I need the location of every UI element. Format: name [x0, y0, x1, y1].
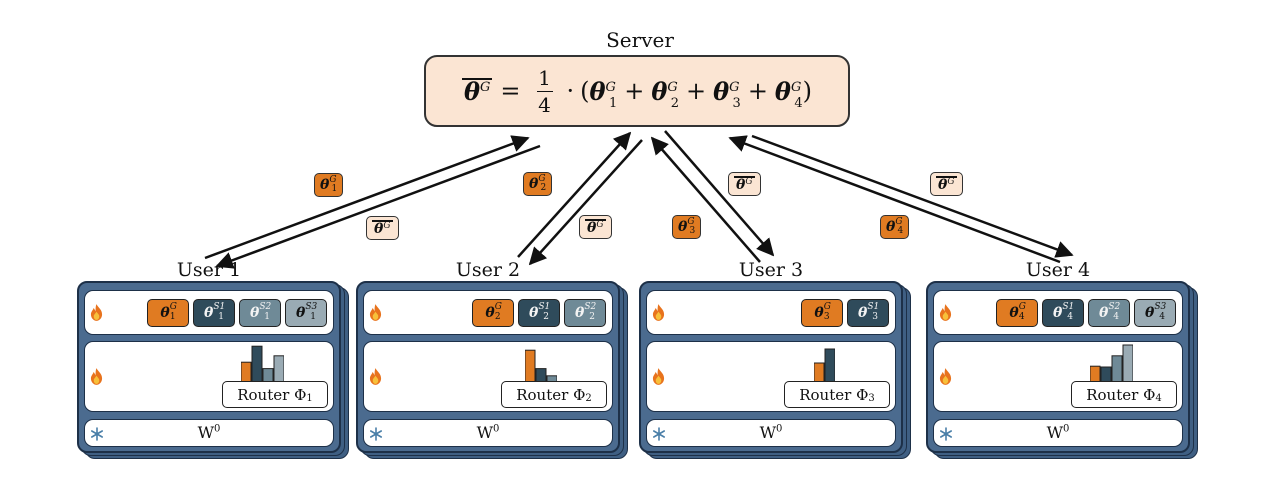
download-tag-user-1: θG: [366, 216, 399, 240]
router-bar: [251, 345, 262, 383]
frozen-base-panel: W0: [646, 419, 896, 447]
upload-arrow-user-2: [517, 131, 632, 258]
base-weights-label: W0: [197, 423, 221, 442]
upload-arrow-user-4: [728, 135, 1061, 264]
router-bar: [1111, 355, 1122, 383]
download-tag-user-4: θG: [930, 172, 963, 196]
fire-icon: [939, 304, 952, 321]
formula-term-1: θG1: [589, 76, 618, 111]
router-bar: [240, 361, 251, 383]
fire-icon: [90, 368, 103, 385]
router-bar: [525, 349, 536, 383]
router-bar: [813, 362, 824, 383]
router-bar: [824, 348, 835, 383]
snowflake-icon: [652, 426, 666, 441]
download-tag-user-3: θG: [728, 172, 761, 196]
router-bar: [273, 355, 284, 383]
upload-arrow-user-3: [650, 136, 761, 263]
router-weight-bars: [240, 345, 284, 383]
download-tag-user-2: θG: [579, 215, 612, 239]
router-weight-bars: [525, 349, 557, 383]
fire-icon: [369, 304, 382, 321]
download-arrow-user-1: [215, 144, 541, 269]
router-bar: [1089, 365, 1100, 383]
fire-icon: [652, 368, 665, 385]
frozen-base-panel: W0: [363, 419, 613, 447]
global-average-symbol: θG: [462, 77, 493, 106]
server-title: Server: [606, 28, 674, 52]
base-weights-label: W0: [1046, 423, 1070, 442]
frozen-base-panel: W0: [84, 419, 334, 447]
base-weights-label: W0: [476, 423, 500, 442]
snowflake-icon: [939, 426, 953, 441]
router-weight-bars: [1089, 344, 1133, 383]
upload-arrow-user-1: [204, 135, 530, 260]
snowflake-icon: [90, 426, 104, 441]
download-arrow-user-3: [664, 130, 775, 257]
fire-icon: [90, 304, 103, 321]
download-arrow-user-2: [528, 139, 643, 266]
fire-icon: [652, 304, 665, 321]
base-weights-label: W0: [759, 423, 783, 442]
snowflake-icon: [369, 426, 383, 441]
formula-term-2: θG2: [651, 76, 680, 111]
fire-icon: [939, 368, 952, 385]
formula-term-4: θG4: [774, 76, 803, 111]
user-title-2: User 2: [455, 259, 521, 281]
fire-icon: [369, 368, 382, 385]
user-title-1: User 1: [176, 259, 242, 281]
router-weight-bars: [813, 348, 835, 383]
user-title-4: User 4: [1025, 259, 1091, 281]
router-bar: [1122, 344, 1133, 383]
user-title-3: User 3: [738, 259, 804, 281]
frozen-base-panel: W0: [933, 419, 1183, 447]
download-arrow-user-4: [751, 134, 1074, 258]
router-bar: [262, 368, 273, 383]
router-bar: [1100, 366, 1111, 383]
router-bar: [535, 368, 547, 383]
formula-term-3: θG3: [713, 76, 741, 111]
